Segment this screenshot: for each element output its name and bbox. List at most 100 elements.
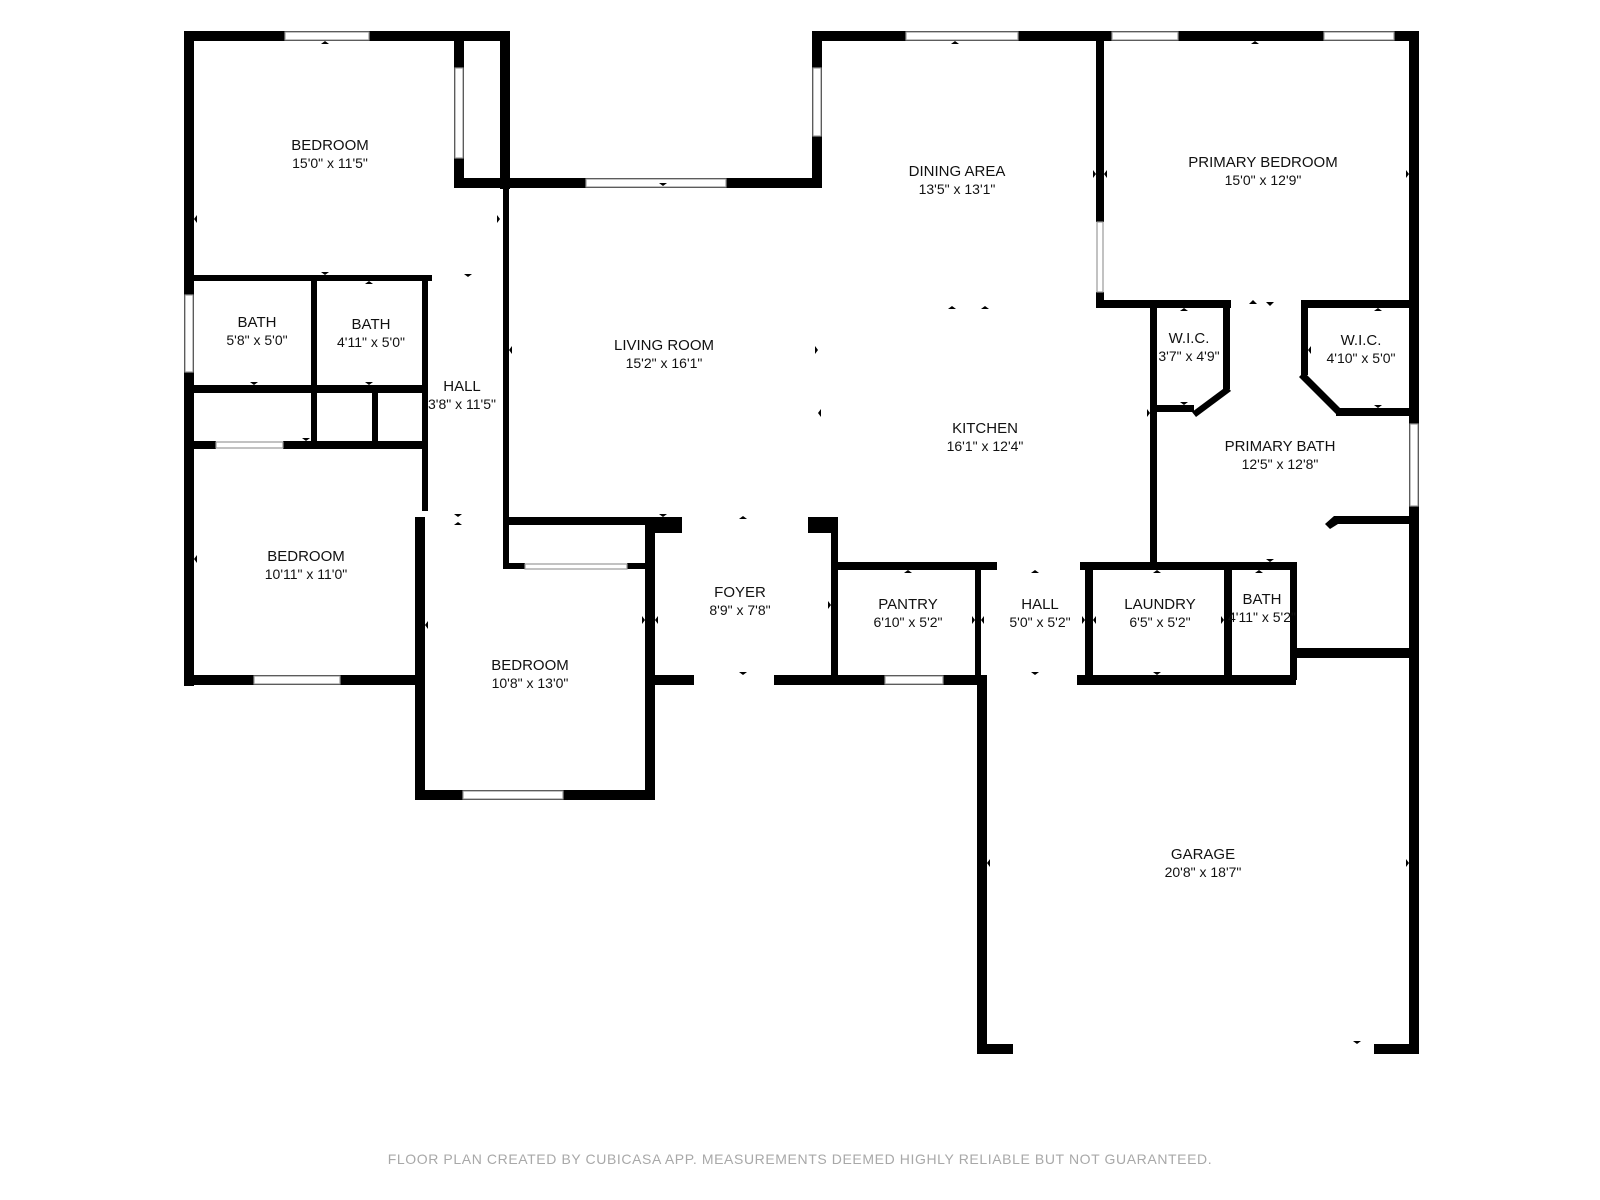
wall <box>1077 675 1296 685</box>
room-dimensions: 6'10" x 5'2" <box>874 614 943 630</box>
door-marker <box>1227 346 1230 354</box>
room-foyer: FOYER 8'9" x 7'8" <box>709 584 770 618</box>
window <box>812 67 822 137</box>
room-wic-2: W.I.C. 4'10" x 5'0" <box>1327 332 1396 366</box>
wall <box>1085 562 1093 680</box>
room-hall-west: HALL 3'8" x 11'5" <box>428 378 496 412</box>
wall <box>415 517 425 798</box>
window <box>454 67 464 159</box>
room-dimensions: 15'0" x 12'9" <box>1225 172 1302 188</box>
door-marker <box>1221 616 1224 624</box>
door-marker <box>1104 170 1107 178</box>
room-dimensions: 15'2" x 16'1" <box>626 355 703 371</box>
room-name: PANTRY <box>878 596 937 613</box>
window <box>1323 31 1395 41</box>
room-name: BATH <box>352 316 391 333</box>
door-marker <box>250 382 258 385</box>
door-marker <box>948 306 956 309</box>
door-marker <box>1031 672 1039 675</box>
door-marker <box>828 601 831 609</box>
room-labels: BEDROOM 15'0" x 11'5" BATH 5'8" x 5'0" B… <box>226 137 1395 880</box>
window <box>1111 31 1179 41</box>
wall <box>184 385 428 393</box>
wall <box>831 562 997 570</box>
room-name: W.I.C. <box>1341 332 1382 349</box>
room-name: PRIMARY BEDROOM <box>1188 154 1337 171</box>
door-marker <box>1093 616 1096 624</box>
room-hall-east: HALL 5'0" x 5'2" <box>1009 596 1070 630</box>
door-marker <box>981 616 984 624</box>
room-bath-3: BATH 4'11" x 5'2" <box>1228 591 1296 625</box>
window <box>585 178 727 188</box>
door-marker <box>497 215 500 223</box>
door-marker <box>425 621 428 629</box>
door-marker <box>1406 170 1409 178</box>
door-marker <box>1180 308 1188 311</box>
door-marker <box>1150 476 1153 484</box>
door-marker <box>1353 1041 1361 1044</box>
window <box>905 31 1019 41</box>
wall <box>311 275 317 447</box>
room-name: HALL <box>443 378 481 395</box>
room-dimensions: 12'5" x 12'8" <box>1242 456 1319 472</box>
room-dimensions: 4'10" x 5'0" <box>1327 350 1396 366</box>
door-marker <box>321 272 329 275</box>
wall <box>1374 1044 1419 1054</box>
door-marker <box>1266 559 1274 562</box>
room-dimensions: 3'8" x 11'5" <box>428 396 496 412</box>
wall <box>1224 562 1232 680</box>
room-dimensions: 13'5" x 13'1" <box>919 181 996 197</box>
room-name: BEDROOM <box>291 137 369 154</box>
room-living-room: LIVING ROOM 15'2" x 16'1" <box>614 337 714 371</box>
wall <box>831 517 838 685</box>
disclaimer-text: FLOOR PLAN CREATED BY CUBICASA APP. MEAS… <box>388 1151 1213 1167</box>
door-markers <box>194 41 1409 1044</box>
room-dimensions: 16'1" x 12'4" <box>947 438 1024 454</box>
room-garage: GARAGE 20'8" x 18'7" <box>1165 846 1242 880</box>
door-marker <box>815 346 818 354</box>
room-wic-1: W.I.C. 3'7" x 4'9" <box>1158 330 1219 364</box>
wall <box>184 441 216 449</box>
wall <box>1150 405 1194 412</box>
room-name: DINING AREA <box>909 163 1006 180</box>
wall <box>503 517 682 525</box>
door-marker <box>987 859 990 867</box>
room-name: HALL <box>1021 596 1059 613</box>
wall <box>627 563 655 569</box>
window <box>184 294 194 373</box>
wall <box>1290 648 1419 658</box>
door-marker <box>659 183 667 186</box>
room-dimensions: 4'11" x 5'2" <box>1228 609 1296 625</box>
door-marker <box>1093 170 1096 178</box>
room-dimensions: 5'8" x 5'0" <box>226 332 287 348</box>
door-marker <box>1406 859 1409 867</box>
room-dimensions: 10'8" x 13'0" <box>492 675 569 691</box>
wall <box>1080 562 1296 570</box>
door-marker <box>1374 308 1382 311</box>
room-bedroom-s: BEDROOM 10'8" x 13'0" <box>491 657 569 691</box>
window <box>462 790 564 800</box>
room-dimensions: 5'0" x 5'2" <box>1009 614 1070 630</box>
room-dimensions: 20'8" x 18'7" <box>1165 864 1242 880</box>
door-marker <box>984 562 992 565</box>
door-marker <box>1374 405 1382 408</box>
wall <box>283 441 428 449</box>
room-name: LIVING ROOM <box>614 337 714 354</box>
wall <box>1299 372 1341 414</box>
door-marker <box>1251 41 1259 44</box>
window <box>524 563 628 570</box>
wall <box>1334 516 1419 524</box>
wall <box>774 675 987 685</box>
door-marker <box>981 306 989 309</box>
wall <box>503 517 509 567</box>
room-name: FOYER <box>714 584 766 601</box>
room-name: BEDROOM <box>491 657 569 674</box>
wall <box>184 275 432 281</box>
door-marker <box>464 274 472 277</box>
door-marker <box>365 382 373 385</box>
wall <box>1096 300 1231 308</box>
room-dimensions: 4'11" x 5'0" <box>337 334 405 350</box>
door-marker <box>1249 300 1257 304</box>
wall <box>1290 600 1297 655</box>
